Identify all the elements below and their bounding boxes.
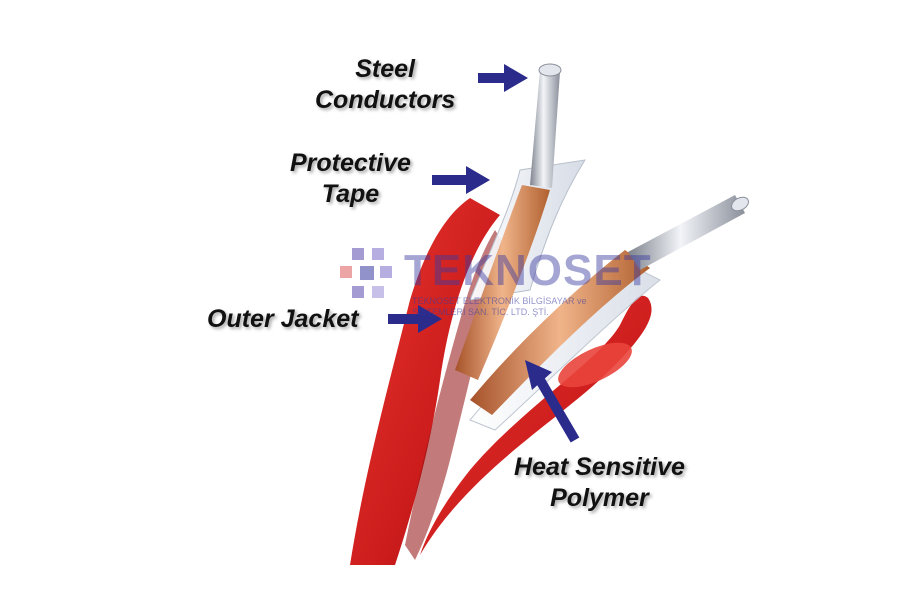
arrow-heat-sensitive-polymer [525, 360, 580, 443]
label-line: Polymer [550, 484, 649, 512]
arrow-steel-conductors [478, 64, 528, 92]
watermark-subtitle-line: TEKNOSET ELEKTRONİK BİLGİSAYAR ve [412, 296, 587, 306]
arrow-outer-jacket [388, 305, 442, 333]
jacket-opening [558, 342, 632, 388]
watermark-name: TEKNOSET [404, 246, 652, 295]
label-line: Tape [321, 180, 380, 208]
label-line: Outer Jacket [207, 305, 359, 333]
label-heat-sensitive-polymer: Heat Sensitive Polymer [514, 452, 685, 514]
arrow-protective-tape [432, 166, 490, 194]
heat-sensitive-polymer-right [470, 250, 650, 415]
watermark-subtitle-line: SİSTEMLERİ SAN. TİC. LTD. ŞTİ. [412, 307, 549, 317]
label-line: Steel [355, 55, 416, 83]
steel-conductor-left-tip [538, 63, 562, 77]
heat-sensitive-polymer-left [455, 185, 550, 380]
label-line: Heat Sensitive [514, 453, 685, 481]
steel-conductor-right-tip [731, 196, 749, 212]
label-protective-tape: Protective Tape [290, 148, 411, 210]
label-steel-conductors: Steel Conductors [315, 54, 455, 116]
label-line: Conductors [315, 86, 456, 114]
watermark-subtitle: TEKNOSET ELEKTRONİK BİLGİSAYAR ve SİSTEM… [412, 296, 587, 318]
steel-conductor-left [530, 70, 560, 188]
steel-conductor-right [628, 195, 745, 270]
watermark-logo-icon [340, 248, 392, 298]
outer-jacket-shell [350, 198, 500, 565]
label-outer-jacket: Outer Jacket [207, 304, 358, 335]
label-line: Protective [290, 149, 411, 177]
